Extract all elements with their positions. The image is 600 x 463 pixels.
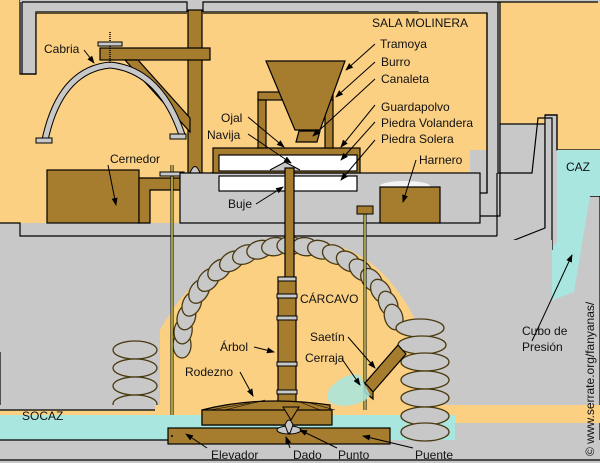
credit-text: © www.serrate.org/fanyanas/: [583, 301, 597, 456]
cabria-crane: [35, 9, 211, 181]
label-rodezno: Rodezno: [185, 365, 233, 379]
crane-post: [187, 9, 203, 174]
tramoya: [257, 60, 346, 149]
label-cubo-de: Cubo de: [522, 324, 568, 338]
label-elevador: Elevador: [211, 448, 258, 462]
column-stone: [400, 406, 450, 426]
area-label-sala: SALA MOLINERA: [372, 16, 468, 30]
harnero-box: [379, 186, 441, 224]
arbol-shaft: [276, 276, 298, 408]
area-label-caz: CAZ: [566, 160, 590, 174]
label-burro: Burro: [381, 55, 411, 69]
label-cabria: Cabria: [44, 42, 80, 56]
label-puente: Puente: [415, 448, 453, 462]
area-label-socaz: SOCAZ: [22, 409, 63, 423]
label-piedra-volandera: Piedra Volandera: [381, 116, 473, 130]
label-saetin: Saetín: [310, 330, 345, 344]
label-presion: Presión: [522, 340, 563, 354]
label-canaleta: Canaleta: [381, 72, 429, 86]
labels: SALA MOLINERA CÁRCAVO CAZ SOCAZ Cabria C…: [22, 16, 597, 462]
label-harnero: Harnero: [419, 153, 463, 167]
leader-arrows: [83, 43, 573, 449]
right-stone-column: [395, 318, 450, 442]
label-tramoya: Tramoya: [380, 37, 427, 51]
label-buje: Buje: [228, 197, 252, 211]
rodezno-wheel: [201, 399, 336, 426]
label-ojal: Ojal: [221, 111, 242, 125]
column-stone: [400, 370, 450, 390]
caz-water: [422, 100, 600, 346]
column-stone: [400, 352, 450, 372]
harnero: [356, 181, 441, 410]
label-cernedor: Cernedor: [110, 152, 160, 166]
area-label-carcavo: CÁRCAVO: [300, 291, 358, 306]
arch-stone: [112, 376, 158, 396]
label-piedra-solera: Piedra Solera: [381, 132, 454, 146]
column-stone: [400, 388, 450, 408]
label-dado: Dado: [293, 448, 322, 462]
label-navija: Navija: [207, 128, 241, 142]
column-stone: [395, 318, 445, 338]
cabria-tongs: [42, 62, 185, 141]
column-stone: [397, 335, 447, 355]
label-punto: Punto: [338, 448, 370, 462]
label-arbol: Árbol: [220, 339, 248, 354]
label-cerraja: Cerraja: [305, 351, 345, 365]
dado: [284, 419, 294, 434]
arch-stone: [112, 340, 158, 360]
arch-stone: [112, 358, 158, 378]
crane-arm: [99, 47, 211, 61]
column-stone: [400, 422, 450, 442]
label-guardapolvo: Guardapolvo: [381, 100, 450, 114]
cernedor-box: [46, 169, 140, 224]
